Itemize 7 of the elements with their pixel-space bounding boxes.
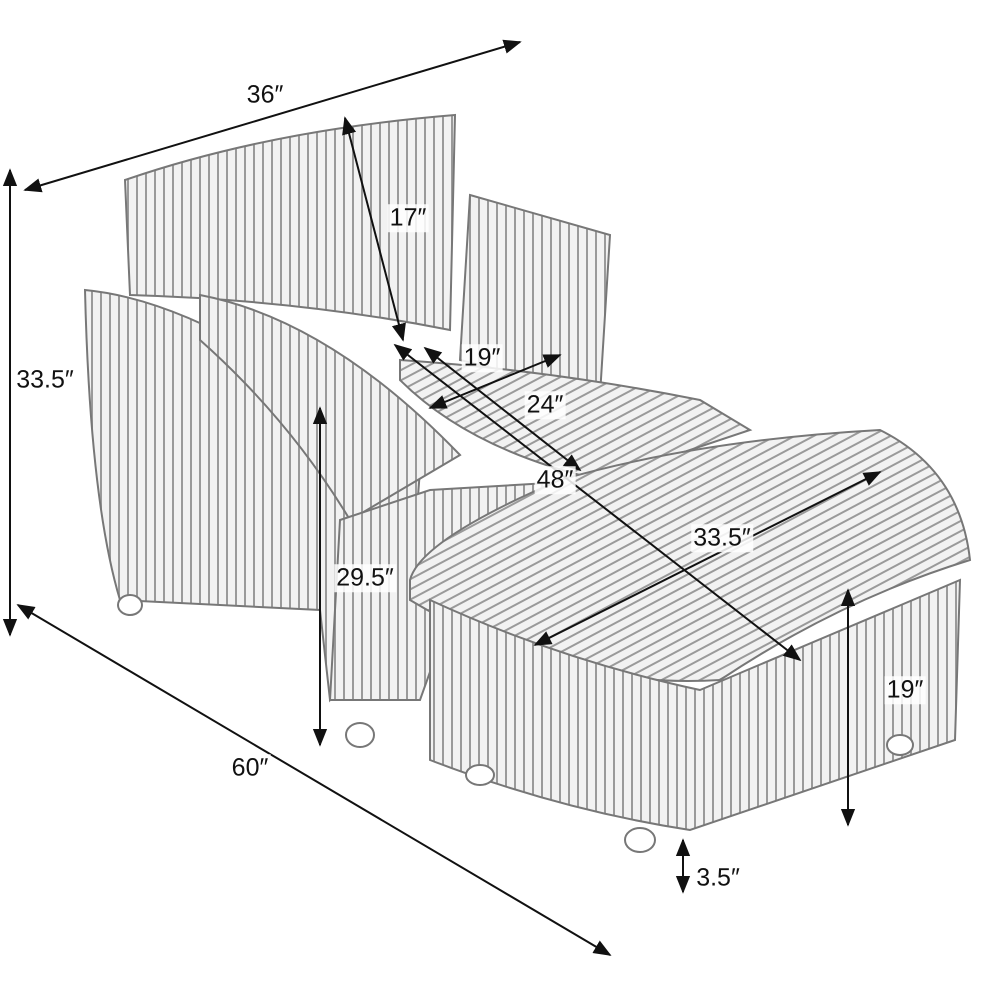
dimension-label: 17″ — [388, 204, 428, 232]
dimension-label: 19″ — [884, 676, 926, 704]
dimension-label: 19″ — [462, 344, 502, 372]
dimension-label: 33.5″ — [691, 524, 753, 552]
dimension-label: 48″ — [534, 466, 576, 494]
dimension-label: 29.5″ — [334, 564, 396, 592]
dimension-label: 24″ — [524, 391, 566, 419]
